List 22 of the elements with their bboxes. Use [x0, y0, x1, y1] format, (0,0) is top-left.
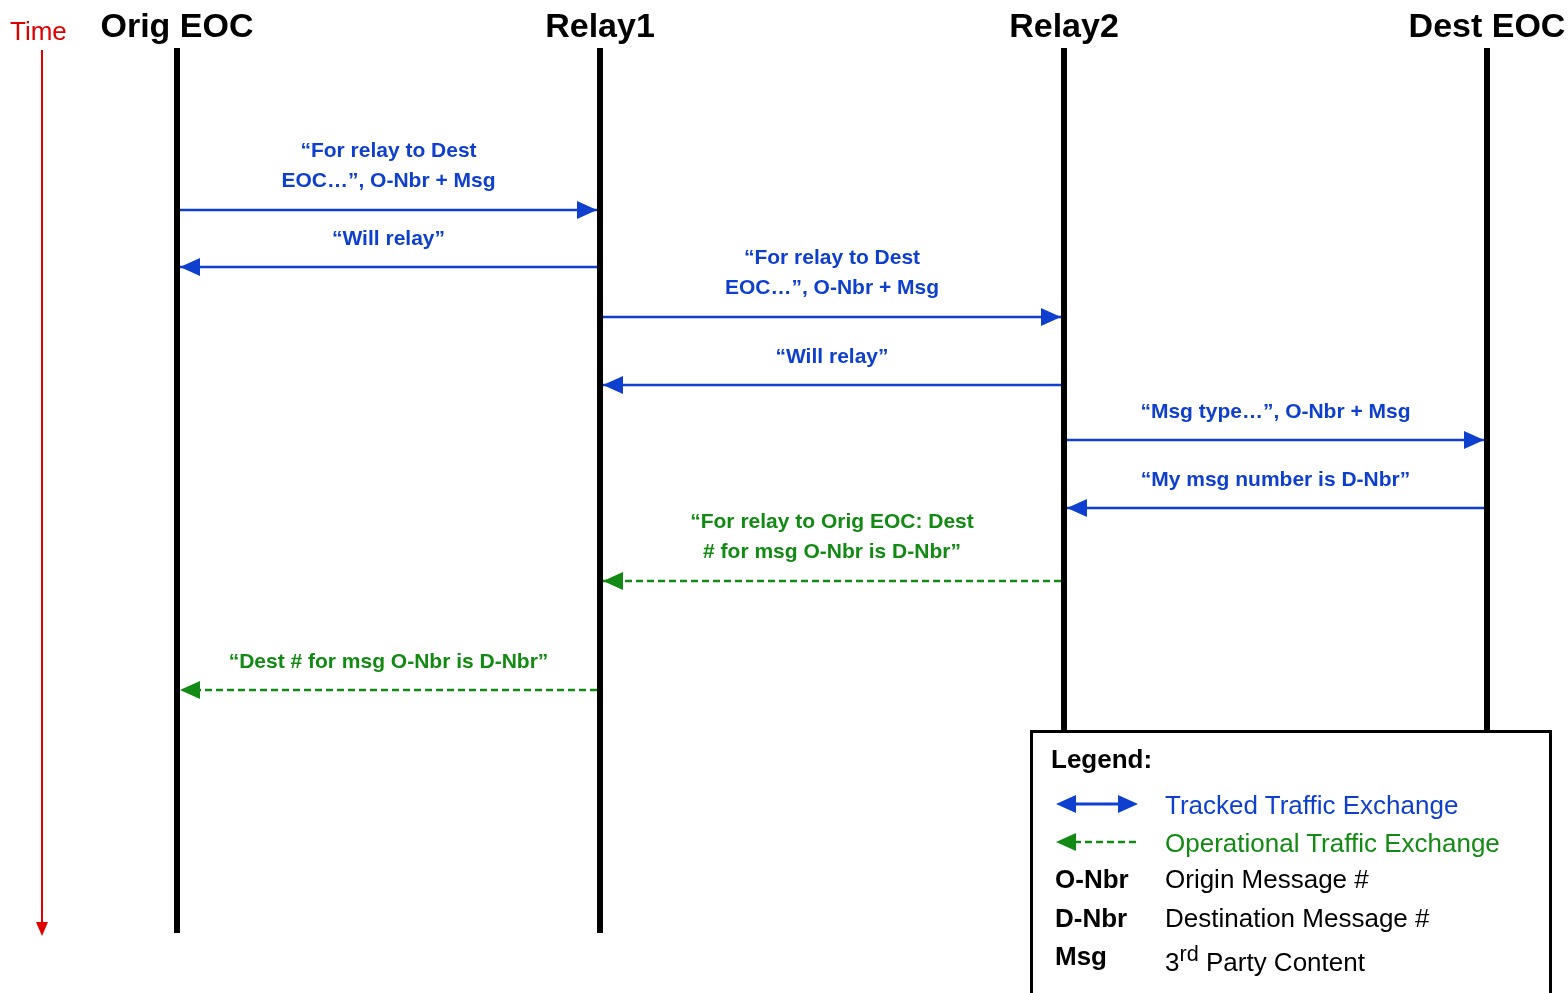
abbreviation-meaning: Origin Message # — [1165, 864, 1369, 895]
lifeline-title: Relay1 — [545, 6, 655, 45]
legend-text: Tracked Traffic Exchange — [1165, 790, 1459, 821]
axis-label: Time — [10, 16, 67, 47]
lifeline-title: Dest EOC — [1408, 6, 1566, 45]
lifeline-title: Orig EOC — [100, 6, 254, 45]
arrow — [180, 258, 597, 276]
abbreviation-meaning: Destination Message # — [1165, 903, 1430, 934]
abbreviation-meaning: 3$^{rd}$ Party Content — [1165, 941, 1365, 978]
arrow — [1067, 499, 1484, 517]
dashed-arrow — [180, 681, 597, 699]
arrow — [603, 376, 1061, 394]
arrow — [603, 308, 1061, 326]
abbreviation: D-Nbr — [1055, 903, 1128, 934]
legend-title: Legend: — [1051, 744, 1153, 775]
dashed-arrow — [603, 572, 1061, 590]
lifeline-title: Relay2 — [1009, 6, 1119, 45]
arrow — [1067, 431, 1484, 449]
arrow — [180, 201, 597, 219]
legend-text: Operational Traffic Exchange — [1165, 828, 1500, 859]
abbreviation: O-Nbr — [1055, 864, 1129, 895]
abbreviation: Msg — [1055, 941, 1107, 972]
